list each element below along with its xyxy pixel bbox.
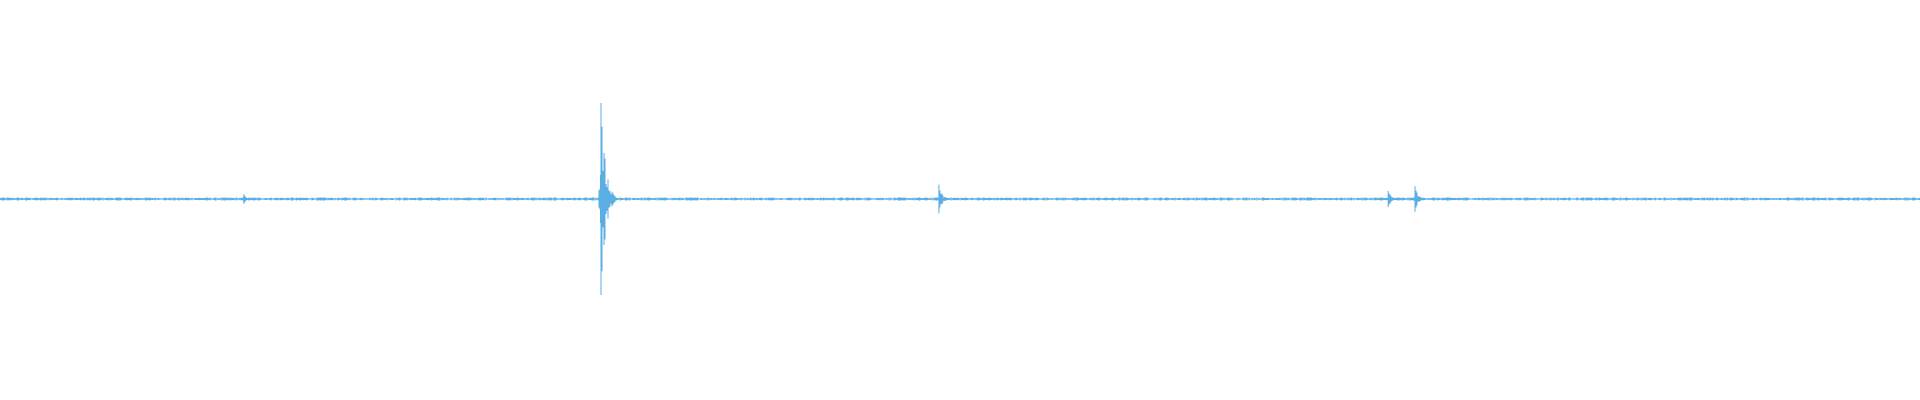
- waveform-event-blip-2: [1385, 191, 1399, 207]
- waveform-event-blip-1: [241, 194, 255, 204]
- waveform-event-burst-2: [1412, 186, 1426, 212]
- waveform-event-small-burst: [936, 184, 950, 214]
- waveform-trace: [0, 103, 1920, 295]
- waveform-event-main-spike: [598, 103, 616, 295]
- waveform-baseline: [0, 197, 1920, 201]
